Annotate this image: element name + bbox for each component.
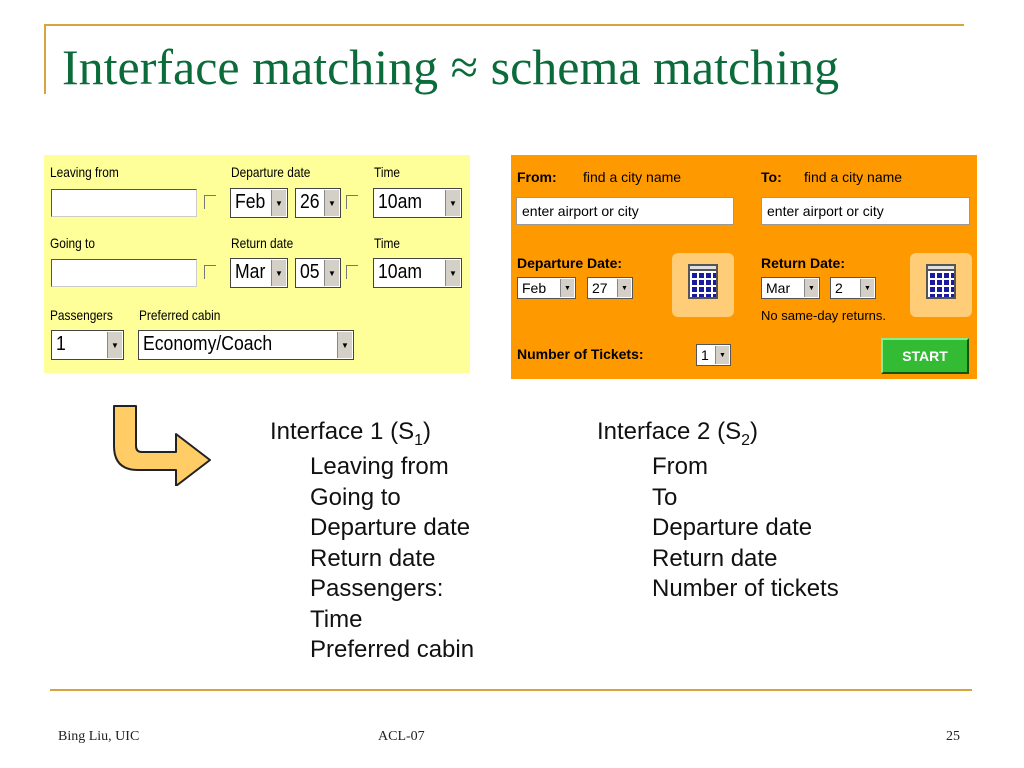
chevron-down-icon: ▼ <box>560 279 574 297</box>
time-label-1: Time <box>374 164 401 180</box>
from-hint: find a city name <box>583 169 682 185</box>
departure-month-select[interactable]: Feb ▼ <box>230 188 288 218</box>
from-input[interactable]: enter airport or city <box>516 197 734 225</box>
chevron-down-icon: ▼ <box>445 190 460 216</box>
passengers-label: Passengers <box>50 307 113 323</box>
return-month-value-2: Mar <box>766 280 791 296</box>
chevron-down-icon: ▼ <box>324 190 339 216</box>
list-item: Number of tickets <box>652 575 839 602</box>
slide-frame-left <box>44 24 46 94</box>
interface2-attribute-list: From To Departure date Return date Numbe… <box>652 452 839 605</box>
chevron-down-icon: ▼ <box>271 260 286 286</box>
chevron-down-icon: ▼ <box>804 279 818 297</box>
departure-day-value: 26 <box>300 191 320 213</box>
time-label-2: Time <box>374 235 401 251</box>
interface1-form: Leaving from Departure date Time Feb ▼ 2… <box>44 155 470 373</box>
return-date-label: Return date <box>231 235 294 251</box>
curved-arrow-icon <box>113 405 211 486</box>
list-item: Departure date <box>310 514 471 541</box>
passengers-select[interactable]: 1 ▼ <box>51 330 124 360</box>
departure-date-label-2: Departure Date: <box>517 255 623 271</box>
no-same-day-note: No same-day returns. <box>761 308 886 323</box>
list-item: To <box>652 483 678 511</box>
going-to-label: Going to <box>50 235 95 251</box>
return-day-select-2[interactable]: 2 ▼ <box>830 277 876 299</box>
from-label: From: <box>517 169 557 185</box>
start-button[interactable]: START <box>881 338 969 374</box>
to-label: To: <box>761 169 782 185</box>
page-number: 25 <box>946 729 960 744</box>
chevron-down-icon: ▼ <box>107 332 122 358</box>
chevron-down-icon: ▼ <box>860 279 874 297</box>
departure-month-value-2: Feb <box>522 280 547 296</box>
list-item: From <box>652 453 708 480</box>
chevron-down-icon: ▼ <box>715 346 729 364</box>
return-month-select-2[interactable]: Mar ▼ <box>761 277 820 299</box>
leaving-from-checkbox[interactable] <box>204 195 216 209</box>
return-month-value: Mar <box>235 261 266 283</box>
interface2-form: From: find a city name To: find a city n… <box>511 155 977 379</box>
going-to-input[interactable] <box>51 259 197 287</box>
chevron-down-icon: ▼ <box>617 279 631 297</box>
list-item: Preferred cabin <box>310 636 475 663</box>
footer-author: Bing Liu, UIC <box>58 729 140 744</box>
departure-calendar-button[interactable] <box>672 253 734 317</box>
return-month-select[interactable]: Mar ▼ <box>230 258 288 288</box>
tickets-value: 1 <box>701 347 709 363</box>
interface1-heading: Interface 1 (S1) <box>270 418 431 449</box>
leaving-from-label: Leaving from <box>50 164 119 180</box>
return-day-value-2: 2 <box>835 280 843 296</box>
passengers-value: 1 <box>56 333 66 355</box>
calendar-icon <box>688 264 718 299</box>
return-day-select[interactable]: 05 ▼ <box>295 258 341 288</box>
departure-month-select-2[interactable]: Feb ▼ <box>517 277 576 299</box>
departure-day-value-2: 27 <box>592 280 608 296</box>
to-hint: find a city name <box>804 169 903 185</box>
return-day-value: 05 <box>300 261 320 283</box>
calendar-icon <box>926 264 956 299</box>
list-item: Going to <box>310 483 401 511</box>
return-time-select[interactable]: 10am ▼ <box>373 258 462 288</box>
return-checkbox[interactable] <box>346 265 358 279</box>
departure-date-label: Departure date <box>231 164 311 180</box>
chevron-down-icon: ▼ <box>337 332 352 358</box>
slide-title: Interface matching ≈ schema matching <box>62 39 840 95</box>
departure-time-value: 10am <box>378 191 423 213</box>
going-to-checkbox[interactable] <box>204 265 216 279</box>
list-item: Departure date <box>652 514 813 541</box>
preferred-cabin-label: Preferred cabin <box>139 307 221 323</box>
list-item: Return date <box>652 544 778 572</box>
departure-checkbox[interactable] <box>346 195 358 209</box>
return-calendar-button[interactable] <box>910 253 972 317</box>
list-item: Passengers: <box>310 575 444 602</box>
interface2-heading: Interface 2 (S2) <box>597 418 758 449</box>
to-input[interactable]: enter airport or city <box>761 197 970 225</box>
footer-venue: ACL-07 <box>378 729 425 744</box>
chevron-down-icon: ▼ <box>271 190 286 216</box>
departure-month-value: Feb <box>235 191 266 213</box>
list-item: Time <box>310 605 363 633</box>
departure-day-select-2[interactable]: 27 ▼ <box>587 277 633 299</box>
tickets-select[interactable]: 1 ▼ <box>696 344 731 366</box>
tickets-label: Number of Tickets: <box>517 346 644 362</box>
cabin-select[interactable]: Economy/Coach ▼ <box>138 330 354 360</box>
leaving-from-input[interactable] <box>51 189 197 217</box>
return-time-value: 10am <box>378 261 423 283</box>
slide-frame-top <box>44 24 964 26</box>
list-item: Return date <box>310 544 436 572</box>
cabin-value: Economy/Coach <box>143 333 273 355</box>
return-date-label-2: Return Date: <box>761 255 846 271</box>
chevron-down-icon: ▼ <box>445 260 460 286</box>
footer-divider <box>50 689 972 691</box>
departure-time-select[interactable]: 10am ▼ <box>373 188 462 218</box>
interface1-attribute-list: Leaving from Going to Departure date Ret… <box>310 452 474 666</box>
list-item: Leaving from <box>310 453 449 480</box>
departure-day-select[interactable]: 26 ▼ <box>295 188 341 218</box>
chevron-down-icon: ▼ <box>324 260 339 286</box>
